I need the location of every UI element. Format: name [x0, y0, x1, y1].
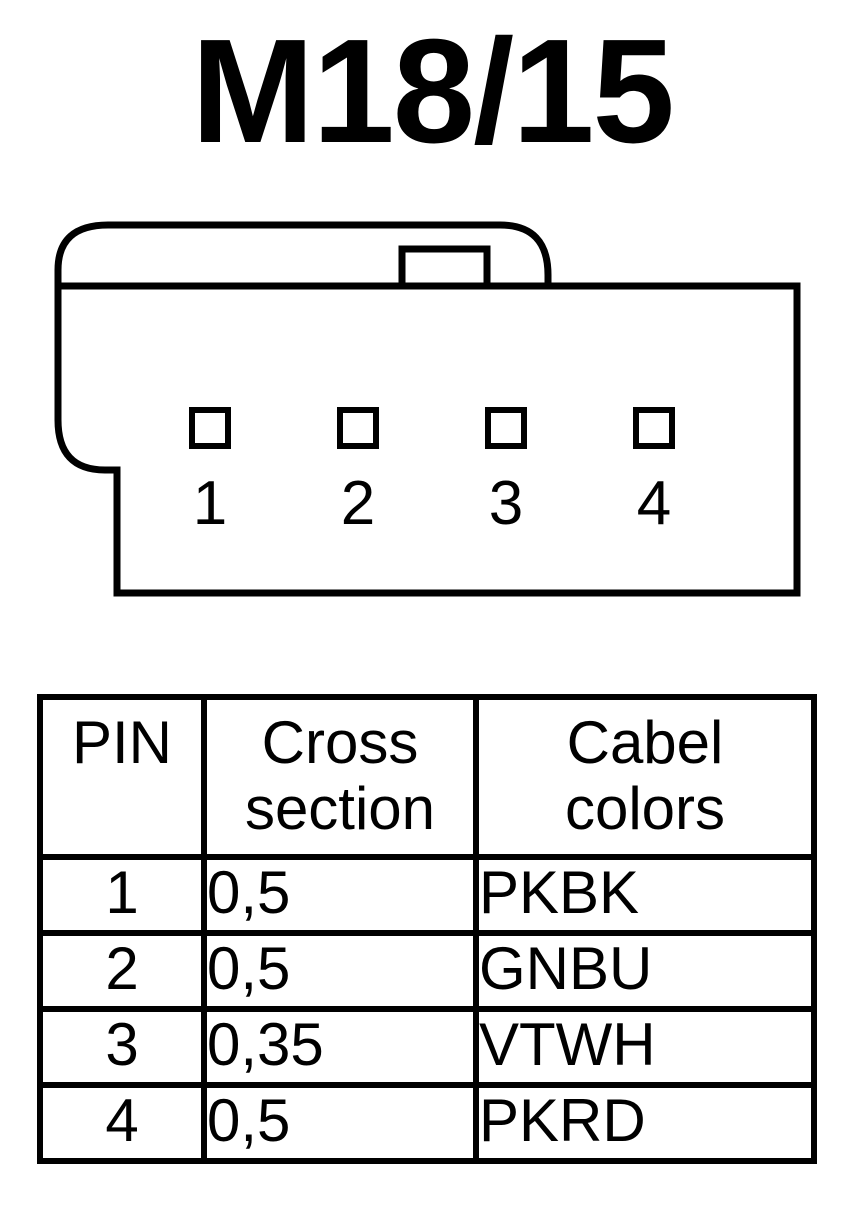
header-pin: PIN	[37, 694, 207, 860]
pin-1-contact	[189, 407, 231, 449]
header-cable-colors: Cabel colors	[473, 694, 817, 860]
header-pin-text: PIN	[71, 709, 173, 776]
cell-pin: 3	[37, 1006, 207, 1088]
connector-housing-outline	[54, 282, 801, 597]
pin-2-contact	[337, 407, 379, 449]
cell-cross-section: 0,5	[201, 854, 479, 936]
header-color-line1: Cabel	[566, 709, 724, 776]
pin-3-label: 3	[489, 469, 523, 538]
header-cross-section: Cross section	[201, 694, 479, 860]
cell-cross-section: 0,5	[201, 930, 479, 1012]
pin-4-contact	[633, 407, 675, 449]
header-color-line2: colors	[564, 775, 726, 842]
cell-cross-section: 0,35	[201, 1006, 479, 1088]
cell-pin: 4	[37, 1082, 207, 1164]
cell-cable-color: VTWH	[473, 1006, 817, 1088]
cell-cross-section: 0,5	[201, 1082, 479, 1164]
cell-pin: 2	[37, 930, 207, 1012]
pin-1-label: 1	[193, 469, 227, 538]
pin-assignment-table: PIN Cross section Cabel colors 1 0,5 PKB…	[37, 694, 817, 1164]
connector-latch-tab	[398, 245, 491, 286]
table-row: 1 0,5 PKBK	[37, 854, 817, 936]
cell-pin: 1	[37, 854, 207, 936]
connector-diagram: 1 2 3 4	[54, 221, 801, 597]
pin-2-label: 2	[341, 469, 375, 538]
pin-4-label: 4	[637, 469, 671, 538]
pin-3-contact	[485, 407, 527, 449]
cell-cable-color: PKBK	[473, 854, 817, 936]
header-cross-line2: section	[244, 775, 436, 842]
header-cross-line1: Cross	[261, 709, 419, 776]
table-header-row: PIN Cross section Cabel colors	[37, 694, 817, 860]
cell-cable-color: GNBU	[473, 930, 817, 1012]
cell-cable-color: PKRD	[473, 1082, 817, 1164]
table-row: 3 0,35 VTWH	[37, 1006, 817, 1088]
table-row: 4 0,5 PKRD	[37, 1082, 817, 1164]
table-row: 2 0,5 GNBU	[37, 930, 817, 1012]
connector-hood	[54, 221, 552, 286]
connector-title: M18/15	[191, 9, 675, 174]
